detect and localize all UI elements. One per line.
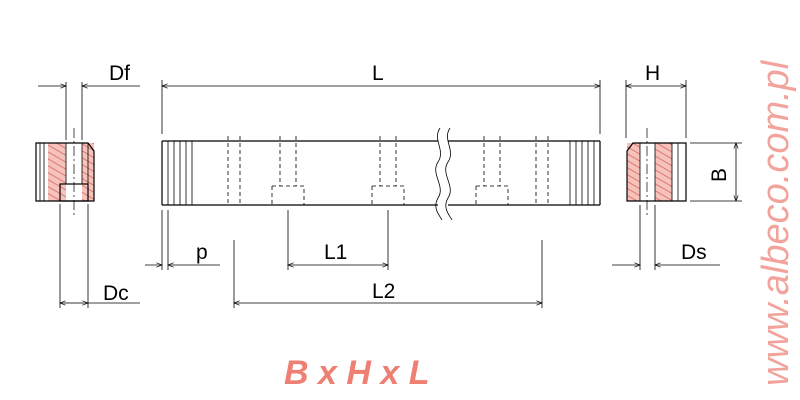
dimension-b: B [690, 143, 742, 201]
dimension-p: p [145, 210, 220, 270]
label-p: p [196, 241, 208, 264]
label-h: H [645, 62, 660, 85]
label-df: Df [109, 62, 130, 85]
right-side-view [626, 128, 687, 215]
front-view [161, 127, 601, 221]
dimension-ds: Ds [612, 205, 720, 270]
label-b: B [708, 168, 731, 182]
dimension-l2: L2 [234, 240, 542, 308]
label-l1: L1 [324, 241, 347, 264]
dimension-dc: Dc [60, 204, 140, 308]
label-dc: Dc [103, 282, 129, 305]
size-formula: B x H x L [284, 354, 429, 392]
website-watermark: www.albeco.com.pl [755, 59, 797, 386]
label-ds: Ds [681, 241, 707, 264]
dimension-h: H [626, 62, 686, 138]
dimension-l: L [162, 62, 600, 134]
dimension-l1: L1 [288, 210, 388, 270]
dimension-df: Df [38, 62, 140, 140]
left-section-view [35, 128, 95, 215]
label-l: L [372, 62, 384, 85]
label-l2: L2 [372, 280, 395, 303]
